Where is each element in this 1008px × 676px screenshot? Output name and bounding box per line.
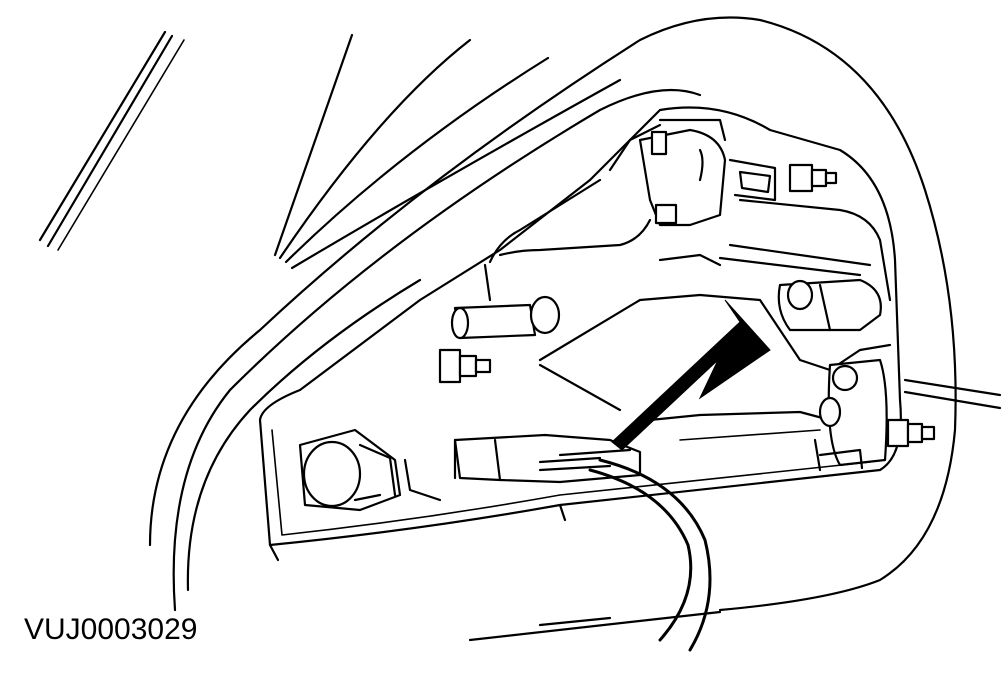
right-bulb-holder: [777, 278, 882, 332]
bolt-left: [438, 348, 492, 384]
wire-harness: [588, 458, 712, 652]
lower-right-bulb-holder: [818, 358, 888, 470]
arrow-icon: [611, 299, 771, 451]
stud-left: [450, 295, 561, 340]
bolt-top-right: [788, 163, 838, 193]
lamp-carrier: [258, 106, 902, 562]
top-bulb-holder: [638, 118, 777, 227]
figure-code: VUJ0003029: [24, 613, 198, 646]
lamp-aperture-outline: [148, 16, 1002, 642]
body-panel-lines: [38, 30, 622, 270]
left-bulb: [298, 428, 402, 512]
bolt-right: [886, 418, 936, 448]
